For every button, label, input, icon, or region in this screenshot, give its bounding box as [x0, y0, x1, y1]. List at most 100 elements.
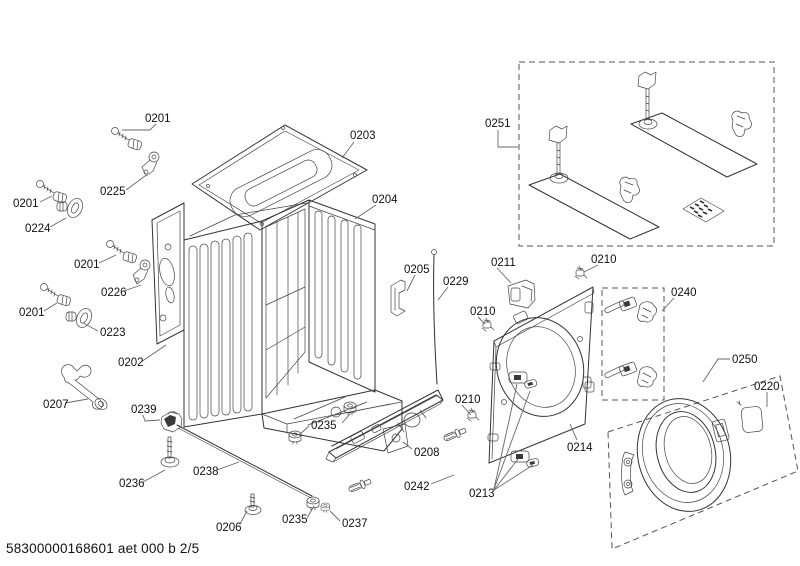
part-label-0235-1: 0235 [298, 413, 351, 436]
leader-line [430, 474, 455, 485]
part-number-text: 0235 [311, 420, 337, 432]
part-number-text: 0251 [485, 118, 511, 130]
part-number-text: 0237 [342, 518, 368, 530]
part-number-text: 0201 [19, 307, 45, 319]
leader-line [341, 141, 355, 159]
leader-line [477, 316, 486, 325]
leader-line [354, 204, 377, 220]
door-kit-box [607, 375, 799, 550]
leader-line [306, 505, 315, 519]
part-label-0250: 0250 [702, 354, 758, 383]
part-number-text: 0226 [101, 287, 127, 299]
fixing-bolt-2 [442, 425, 468, 444]
leader-line [125, 175, 146, 191]
hinge-bracket-lower [132, 259, 151, 285]
part-label-0251: 0251 [485, 118, 518, 148]
part-number-text: 0208 [414, 447, 440, 459]
leader-line [298, 425, 310, 436]
part-label-0225: 0225 [100, 175, 146, 198]
leveling-foot-rear [160, 436, 180, 468]
leader-line [406, 274, 416, 292]
leader-line [341, 413, 351, 424]
leader-line [569, 423, 578, 441]
part-label-0201-3: 0201 [74, 254, 117, 271]
part-number-text: 0211 [491, 257, 516, 269]
leader-line [216, 461, 240, 471]
part-label-0204: 0204 [354, 194, 398, 220]
leader-line [461, 404, 472, 416]
door-hinge-bracket [621, 451, 635, 496]
part-number-text: 0223 [100, 327, 126, 339]
rear-side-panel [151, 202, 185, 345]
screw-clip-1 [574, 265, 588, 280]
leader-line [43, 302, 58, 312]
leader-line [702, 358, 730, 383]
leader-line [123, 284, 142, 292]
part-number-text: 0220 [754, 381, 780, 393]
part-label-0203: 0203 [341, 130, 376, 159]
leader-line [437, 286, 449, 301]
part-number-text: 0239 [131, 404, 157, 416]
foot-block [160, 411, 183, 433]
part-number-text: 0224 [25, 223, 51, 235]
part-number-text: 0210 [455, 394, 481, 406]
hinge-cover-plate [736, 400, 764, 433]
part-label-0240: 0240 [661, 287, 697, 312]
guide-bracket [390, 279, 406, 317]
part-number-text: 0210 [591, 254, 617, 266]
base-front-rail [325, 389, 444, 463]
part-label-0201-2: 0201 [13, 195, 53, 210]
part-label-0207: 0207 [43, 398, 89, 411]
hinge-kit-box [601, 287, 665, 401]
leader-line [496, 267, 512, 284]
part-number-text: 0201 [145, 113, 171, 125]
transit-clip-2 [731, 110, 752, 137]
part-label-0201-4: 0201 [19, 302, 58, 319]
leader-line [493, 458, 519, 491]
part-label-0211: 0211 [491, 257, 516, 284]
screw-dowel-set-3 [106, 240, 138, 264]
part-label-0223: 0223 [82, 322, 126, 339]
leader-line [142, 469, 166, 483]
part-number-text: 0213 [469, 488, 495, 500]
leader-line [142, 414, 161, 422]
part-label-0214: 0214 [567, 423, 593, 454]
part-number-text: 0240 [671, 287, 697, 299]
top-panel [191, 124, 368, 231]
leader-line [82, 322, 99, 332]
front-panel [487, 286, 595, 469]
door-latch [711, 418, 730, 443]
part-number-text: 0235 [282, 514, 308, 526]
transit-kit-box [518, 61, 775, 247]
part-labels-layer: 0201 0225 0201 0224 0201 0226 0201 0223 0202 0207… [13, 113, 780, 534]
leader-line [39, 195, 53, 203]
part-number-text: 0202 [118, 357, 144, 369]
part-number-text: 0229 [443, 276, 469, 288]
hinge-set-bottom [603, 361, 657, 388]
hinge-set-top [603, 296, 657, 323]
leader-line [493, 383, 518, 490]
screw-dowel-set-4 [40, 283, 72, 307]
link-part-upper [56, 195, 86, 221]
holder-box [507, 279, 536, 309]
door-ring [636, 398, 732, 512]
part-label-0210-2: 0210 [470, 306, 496, 325]
part-number-text: 0236 [119, 478, 145, 490]
part-label-0220: 0220 [754, 381, 780, 407]
leader-line [583, 264, 599, 273]
leveling-foot-front [244, 493, 262, 515]
screw-clip-2 [481, 317, 495, 332]
part-number-text: 0203 [350, 130, 376, 142]
latch-plates-bottom [510, 450, 540, 469]
cabinet-body [183, 199, 409, 454]
part-number-text: 0225 [100, 186, 126, 198]
part-label-0229: 0229 [437, 276, 469, 301]
part-number-text: 0204 [372, 194, 398, 206]
leader-line [239, 510, 248, 525]
wrench [61, 364, 108, 410]
part-number-text: 0242 [404, 481, 430, 493]
part-number-text: 0214 [567, 442, 593, 454]
part-number-text: 0238 [193, 466, 219, 478]
leader-line [64, 398, 89, 404]
